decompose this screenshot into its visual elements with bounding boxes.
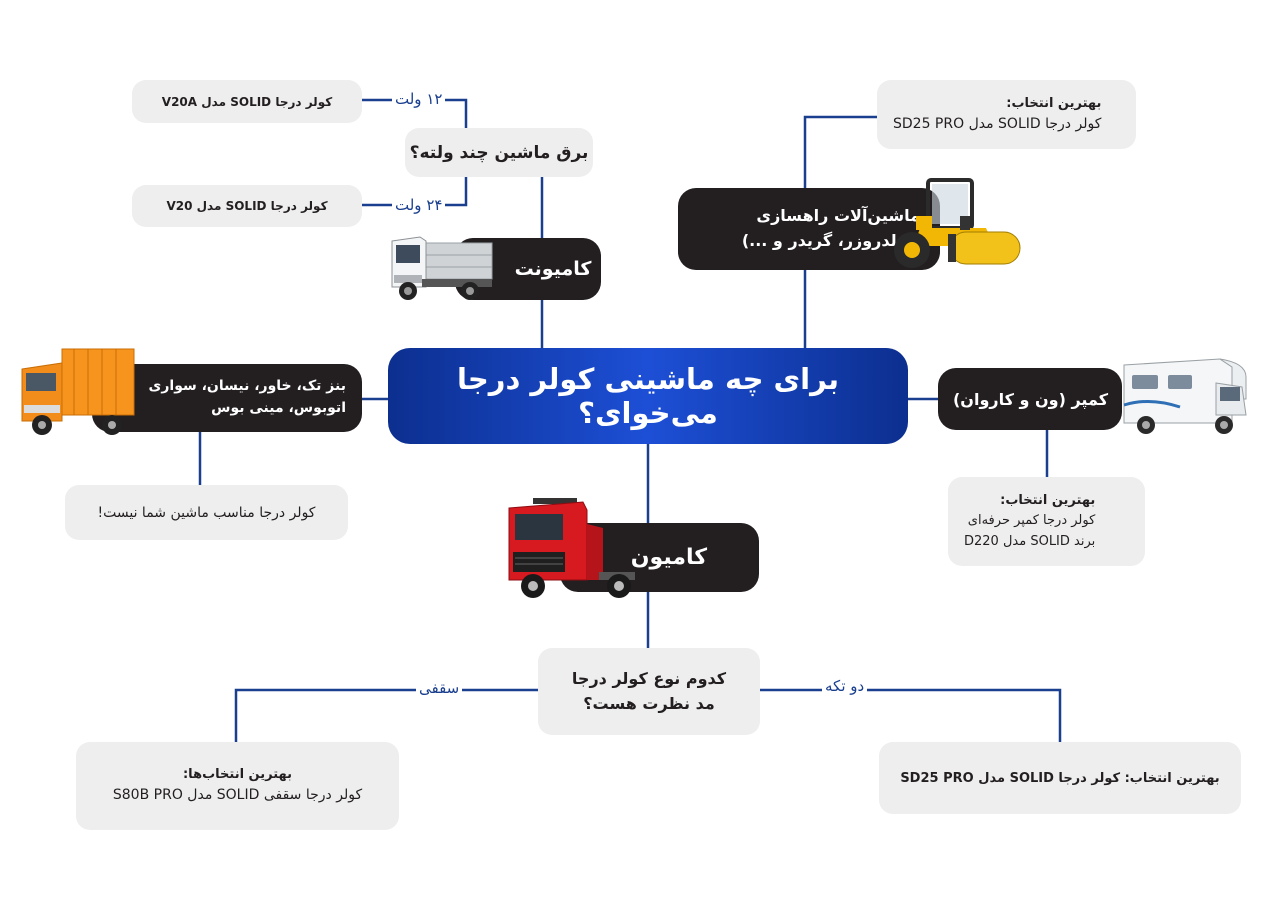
cooler-type-question: کدوم نوع کولر درجا مد نظرت هست؟ [538,648,760,735]
edge-label-roof: سقفی [416,679,463,697]
edge-label-24v: ۲۴ ولت [392,196,446,214]
box-truck-icon [21,348,135,435]
result-road-machines: بهترین انتخاب: کولر درجا SOLID مدل SD25 … [877,80,1136,149]
result-roof: بهترین انتخاب‌ها: کولر درجا سقفی SOLID م… [76,742,399,830]
road-roller-icon [894,178,1021,268]
result-camper: بهترین انتخاب: کولر درجا کمپر حرفه‌ای بر… [948,477,1145,566]
edge-label-split: دو تکه [822,677,868,695]
edge-label-12v: ۱۲ ولت [392,90,446,108]
light-truck-icon [391,236,493,300]
center-title: برای چه ماشینی کولر درجا می‌خوای؟ [456,362,840,430]
result-12v: کولر درجا SOLID مدل V20A [132,80,362,123]
result-split: بهترین انتخاب: کولر درجا SOLID مدل SD25 … [879,742,1241,814]
camper-van-icon [1123,358,1247,434]
voltage-question: برق ماشین چند ولته؟ [405,128,593,177]
result-24v: کولر درجا SOLID مدل V20 [132,185,362,227]
category-camper: کمپر (ون و کاروان) [938,368,1122,430]
category-small-vehicles: بنز تک، خاور، نیسان، سواری اتوبوس، مینی … [92,364,362,432]
semi-truck-icon [508,498,635,598]
center-question: برای چه ماشینی کولر درجا می‌خوای؟ [388,348,908,444]
result-small-vehicles: کولر درجا مناسب ماشین شما نیست! [65,485,348,540]
